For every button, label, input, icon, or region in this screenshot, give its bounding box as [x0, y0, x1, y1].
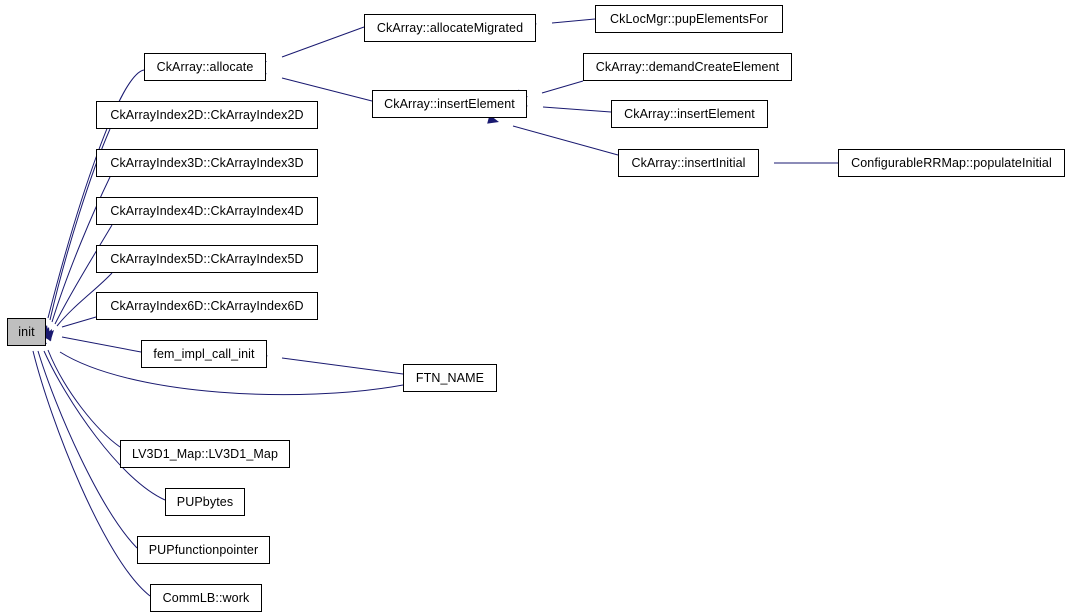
graph-node-ftnName[interactable]: FTN_NAME [403, 364, 497, 392]
graph-node-label: PUPfunctionpointer [148, 542, 259, 557]
graph-node-idx6d[interactable]: CkArrayIndex6D::CkArrayIndex6D [96, 292, 318, 320]
graph-node-allocate[interactable]: CkArray::allocate [144, 53, 266, 81]
edge-insertElement-to-allocate [255, 66, 373, 102]
graph-node-label: CkArrayIndex6D::CkArrayIndex6D [110, 298, 304, 313]
graph-node-label: CkArrayIndex2D::CkArrayIndex2D [110, 107, 304, 122]
graph-node-idx3d[interactable]: CkArrayIndex3D::CkArrayIndex3D [96, 149, 318, 177]
arrowhead-icon [43, 330, 54, 342]
edge-idx5d-to-init [43, 272, 113, 342]
graph-node-label: CkArrayIndex5D::CkArrayIndex5D [110, 251, 304, 266]
graph-node-pupbytes[interactable]: PUPbytes [165, 488, 245, 516]
graph-node-insertInitial[interactable]: CkArray::insertInitial [618, 149, 759, 177]
edge-insertInitial-to-insertElement [487, 114, 619, 156]
graph-node-insertElement2[interactable]: CkArray::insertElement [611, 100, 768, 128]
graph-node-idx2d[interactable]: CkArrayIndex2D::CkArrayIndex2D [96, 101, 318, 129]
edge-populateInitial-to-insertInitial [748, 158, 838, 168]
graph-node-pupElementsFor[interactable]: CkLocMgr::pupElementsFor [595, 5, 783, 33]
graph-node-femInit[interactable]: fem_impl_call_init [141, 340, 267, 368]
edge-allocateMigrated-to-allocate [255, 26, 365, 63]
graph-node-label: CommLB::work [162, 590, 250, 605]
graph-node-label: CkArray::allocate [156, 59, 254, 74]
graph-node-label: CkLocMgr::pupElementsFor [609, 11, 768, 26]
graph-node-insertElement[interactable]: CkArray::insertElement [372, 90, 527, 118]
graph-node-label: FTN_NAME [415, 370, 485, 385]
graph-node-label: CkArrayIndex3D::CkArrayIndex3D [110, 155, 304, 170]
edge-lv3d1-to-init [36, 333, 121, 448]
graph-node-init: init [7, 318, 46, 346]
edge-pupElementsFor-to-allocateMigrated [525, 18, 596, 28]
graph-node-allocateMigrated[interactable]: CkArray::allocateMigrated [364, 14, 536, 42]
graph-node-label: CkArray::insertInitial [631, 155, 746, 170]
graph-node-idx4d[interactable]: CkArrayIndex4D::CkArrayIndex4D [96, 197, 318, 225]
graph-node-pupfuncptr[interactable]: PUPfunctionpointer [137, 536, 270, 564]
graph-node-label: CkArray::demandCreateElement [595, 59, 780, 74]
graph-node-label: init [18, 324, 35, 339]
graph-node-label: ConfigurableRRMap::populateInitial [851, 155, 1052, 170]
graph-node-label: CkArray::insertElement [624, 106, 755, 121]
graph-node-demandCreateElement[interactable]: CkArray::demandCreateElement [583, 53, 792, 81]
graph-node-label: CkArrayIndex4D::CkArrayIndex4D [110, 203, 304, 218]
graph-node-label: PUPbytes [176, 494, 234, 509]
graph-node-label: LV3D1_Map::LV3D1_Map [131, 446, 279, 461]
graph-node-populateInitial[interactable]: ConfigurableRRMap::populateInitial [838, 149, 1065, 177]
graph-node-lv3d1[interactable]: LV3D1_Map::LV3D1_Map [120, 440, 290, 468]
graph-node-label: fem_impl_call_init [153, 346, 255, 361]
graph-node-label: CkArray::allocateMigrated [376, 20, 524, 35]
edge-ftnName-to-femInit [256, 350, 404, 375]
graph-node-commlb[interactable]: CommLB::work [150, 584, 262, 612]
edge-insertElement2-to-insertElement [516, 100, 612, 113]
graph-node-label: CkArray::insertElement [384, 96, 515, 111]
graph-node-idx5d[interactable]: CkArrayIndex5D::CkArrayIndex5D [96, 245, 318, 273]
